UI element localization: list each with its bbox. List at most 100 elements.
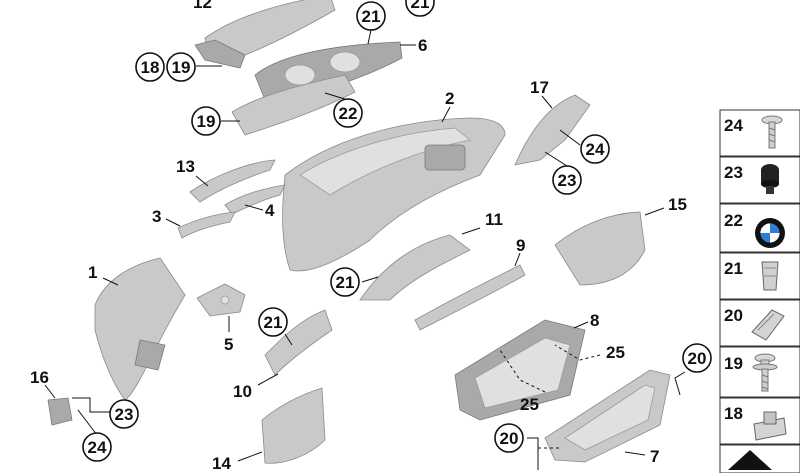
callout-2: 2 — [445, 89, 454, 108]
callout-17: 17 — [530, 78, 549, 97]
circled-callout-21d: 21 — [258, 307, 288, 337]
circled-callout-19a: 19 — [166, 52, 196, 82]
callout-8: 8 — [590, 311, 599, 330]
circled-callout-24a: 24 — [580, 134, 610, 164]
leader-10 — [257, 373, 279, 386]
leader-3 — [165, 218, 181, 227]
svg-text:18: 18 — [141, 58, 160, 77]
part-6-vent-b — [329, 51, 361, 73]
part-6-vent-a — [284, 64, 316, 86]
part-2-gauge-recess — [424, 144, 466, 171]
leader-8 — [573, 321, 589, 329]
legend-num-19: 19 — [724, 354, 743, 373]
svg-text:19: 19 — [172, 58, 191, 77]
circled-callout-24b: 24 — [82, 432, 112, 462]
leader-21c — [361, 276, 379, 283]
svg-text:20: 20 — [688, 349, 707, 368]
leader-21a — [367, 29, 372, 45]
circled-callout-18: 18 — [135, 52, 165, 82]
leader-11 — [461, 227, 481, 235]
dash-25a — [554, 344, 601, 361]
leader-24b — [77, 409, 98, 436]
callout-15: 15 — [668, 195, 687, 214]
svg-text:23: 23 — [558, 171, 577, 190]
legend-num-20: 20 — [724, 306, 743, 325]
leader-24a — [559, 129, 581, 146]
legend-num-23: 23 — [724, 163, 743, 182]
leader-16 — [44, 384, 56, 399]
part-3-trim-strip — [177, 211, 236, 239]
circled-callout-21b: 21 — [405, 0, 435, 17]
bmw-emblem-icon — [755, 218, 785, 248]
leader-4 — [244, 204, 264, 211]
callout-13: 13 — [176, 157, 195, 176]
leader-23b — [72, 397, 110, 413]
svg-text:21: 21 — [411, 0, 430, 12]
callout-10: 10 — [233, 382, 252, 401]
screw-icon — [761, 115, 783, 149]
part-12-top-trim — [204, 0, 336, 61]
speed-nut-icon — [753, 411, 787, 441]
circled-callout-20a: 20 — [682, 343, 712, 373]
svg-text:24: 24 — [586, 140, 605, 159]
leader-1 — [102, 277, 119, 286]
rubber-buffer-icon — [761, 164, 779, 194]
callout-3: 3 — [152, 207, 161, 226]
svg-text:24: 24 — [88, 438, 107, 457]
callout-25a: 25 — [606, 343, 625, 362]
part-22-vent-frame — [231, 74, 356, 136]
leader-7 — [624, 451, 646, 456]
legend-num-22: 22 — [724, 211, 743, 230]
part-1-side-panel — [94, 257, 186, 401]
leader-20a — [527, 437, 539, 470]
callout-6: 6 — [418, 36, 427, 55]
legend-row-23 — [719, 156, 800, 204]
part-14-cover — [261, 387, 326, 464]
part-9-bracket — [414, 264, 526, 331]
leader-17 — [541, 95, 553, 109]
part-13-trim-strip — [189, 159, 276, 203]
callout-25b: 25 — [520, 395, 539, 414]
legend-row-24 — [719, 109, 800, 157]
callout-1: 1 — [88, 263, 97, 282]
flange-screw-icon — [752, 353, 778, 392]
part-15-cover — [554, 211, 646, 286]
svg-text:23: 23 — [115, 405, 134, 424]
callout-14: 14 — [212, 454, 231, 473]
part-7-frame-inner — [564, 384, 656, 451]
spring-clip-icon — [751, 309, 785, 341]
svg-text:21: 21 — [264, 313, 283, 332]
legend-num-18: 18 — [724, 404, 743, 423]
svg-text:22: 22 — [339, 104, 358, 123]
circled-callout-23b: 23 — [109, 399, 139, 429]
arrow-marker-icon — [728, 450, 772, 470]
part-1-side-panel-mount — [134, 339, 166, 371]
fastener-legend: 24 23 22 21 — [719, 109, 800, 473]
callout-5: 5 — [224, 335, 233, 354]
leader-14 — [237, 451, 263, 462]
leader-9 — [514, 252, 521, 267]
part-16-bracket — [47, 397, 73, 426]
svg-text:21: 21 — [362, 7, 381, 26]
callout-16: 16 — [30, 368, 49, 387]
svg-text:19: 19 — [197, 112, 216, 131]
clip-icon — [761, 261, 779, 291]
circled-callout-20b: 20 — [494, 423, 524, 453]
legend-num-21: 21 — [724, 259, 743, 278]
part-5-hole — [220, 295, 230, 305]
part-10-bracket — [264, 309, 333, 376]
legend-row-21 — [719, 252, 800, 300]
circled-callout-23a: 23 — [552, 165, 582, 195]
part-2-dashboard-face — [299, 127, 471, 196]
circled-callout-21a: 21 — [356, 1, 386, 31]
leader-23a — [544, 151, 568, 167]
leader-21d — [284, 333, 293, 346]
legend-num-24: 24 — [724, 116, 743, 135]
leader-20b — [674, 371, 686, 396]
svg-text:21: 21 — [336, 273, 355, 292]
callout-9: 9 — [516, 236, 525, 255]
leader-13 — [195, 175, 209, 187]
circled-callout-21c: 21 — [330, 267, 360, 297]
part-12-top-trim-edge — [194, 39, 246, 69]
